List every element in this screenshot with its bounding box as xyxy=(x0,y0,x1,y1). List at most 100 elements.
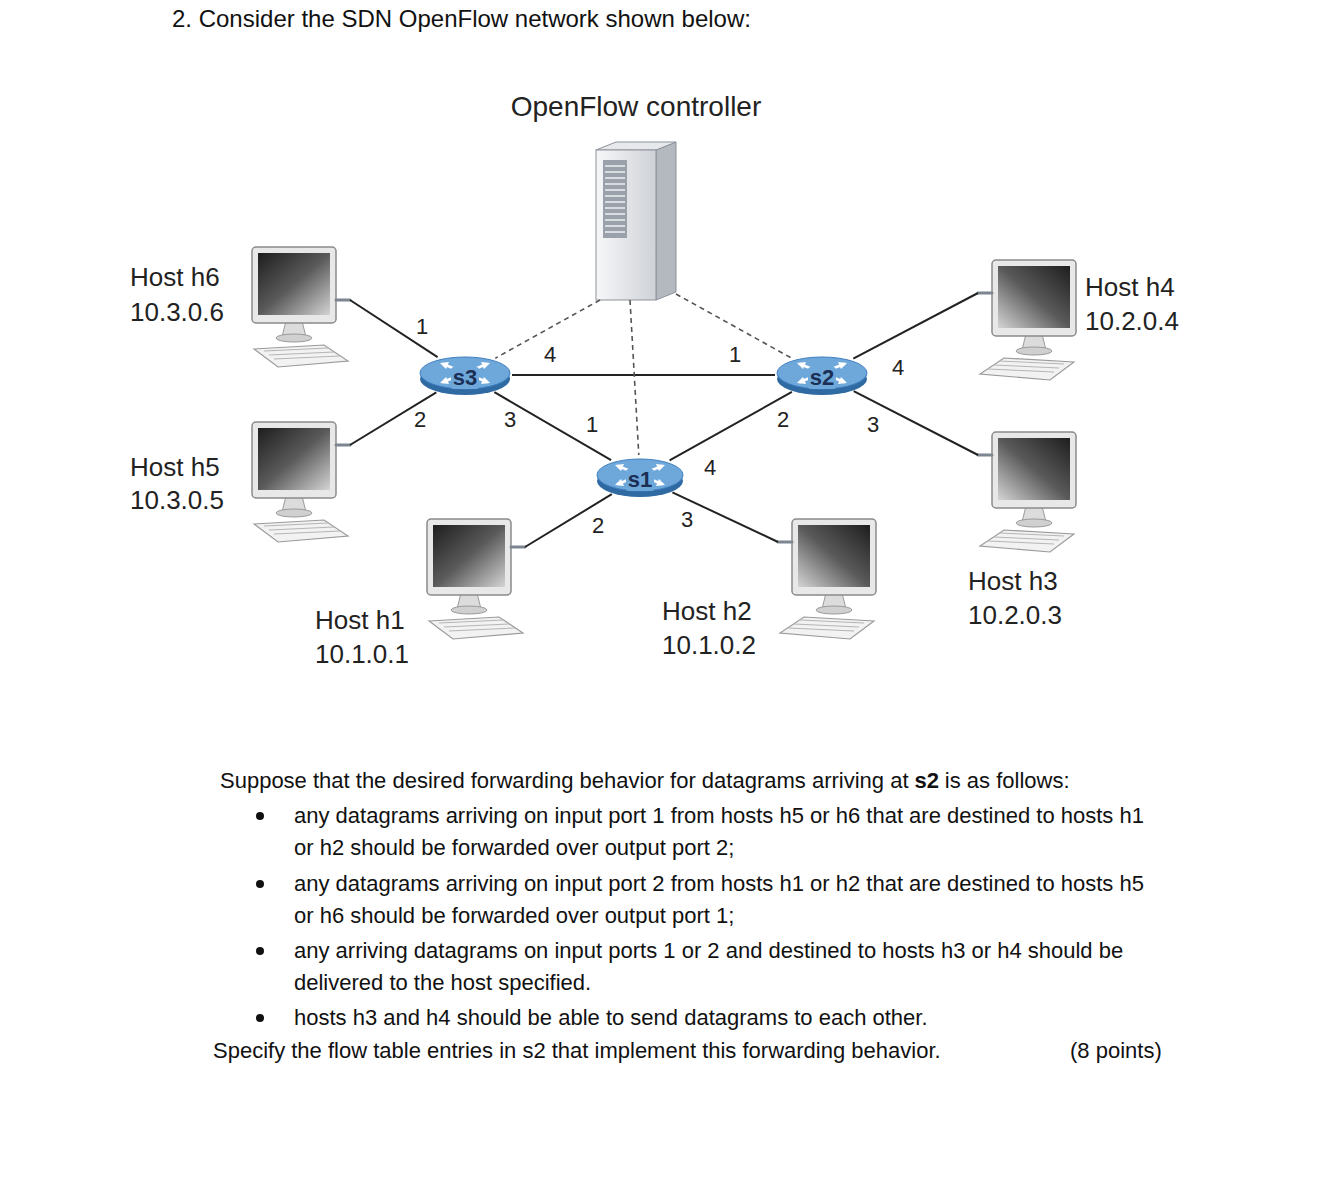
host-computer: Host h410.2.0.4 xyxy=(978,258,1078,383)
bullet-dot xyxy=(256,880,264,888)
controller-server-icon xyxy=(596,142,676,300)
port-number: 1 xyxy=(586,414,598,436)
network-link xyxy=(494,392,611,460)
port-number: 4 xyxy=(544,344,556,366)
network-link xyxy=(670,392,792,461)
ip-address: 10.2.0.4 xyxy=(1085,306,1179,336)
controller-label: OpenFlow controller xyxy=(511,92,762,122)
ip-address: 10.1.0.2 xyxy=(662,630,756,660)
switch-arrowhead xyxy=(656,479,665,486)
host-computer: Host h110.1.0.1 xyxy=(425,517,525,642)
host-computer: Host h310.2.0.3 xyxy=(978,430,1078,555)
host-name: Host h1 xyxy=(315,605,405,635)
vent-line xyxy=(605,213,625,215)
cable-plug xyxy=(511,546,525,549)
host-computer-icon xyxy=(252,247,348,367)
switch-top xyxy=(777,357,867,389)
question-text: Suppose that the desired forwarding beha… xyxy=(220,768,909,793)
network-link xyxy=(854,391,978,455)
cable-plug xyxy=(336,444,350,447)
vent-line xyxy=(605,165,625,167)
switch-arrowhead xyxy=(440,377,449,384)
bullet-dot xyxy=(256,812,264,820)
question-task: Specify the flow table entries in s2 tha… xyxy=(213,1036,941,1066)
vent-line xyxy=(605,177,625,179)
switch-name: s1 xyxy=(626,469,654,491)
host-computer: Host h510.3.0.5 xyxy=(250,420,350,545)
network-link xyxy=(525,494,612,547)
vent-line xyxy=(605,225,625,227)
ip-address: 10.2.0.3 xyxy=(968,600,1062,630)
switch-top xyxy=(597,459,683,491)
host-computer-icon xyxy=(780,519,876,639)
requirement-bullet: any datagrams arriving on input port 2 f… xyxy=(294,868,1164,932)
network-link xyxy=(512,374,775,376)
host-computer-icon xyxy=(980,432,1076,552)
switch-name: s2 xyxy=(808,367,836,389)
switch-node: s1 xyxy=(595,455,685,499)
host-name: Host h3 xyxy=(968,566,1058,596)
question-text: is as follows: xyxy=(945,768,1070,793)
vent-line xyxy=(605,195,625,197)
host-name: Host h4 xyxy=(1085,272,1175,302)
host-name: Host h5 xyxy=(130,452,220,482)
cable-plug xyxy=(978,454,992,457)
port-number: 2 xyxy=(777,409,789,431)
host-name: Host h2 xyxy=(662,596,752,626)
vent-line xyxy=(605,201,625,203)
vent-line xyxy=(605,231,625,233)
cable-plug xyxy=(978,292,992,295)
switch-top xyxy=(420,357,510,389)
port-number: 4 xyxy=(892,357,904,379)
ip-address: 10.3.0.5 xyxy=(130,485,224,515)
switch-arrowhead xyxy=(481,362,490,369)
cable-plug xyxy=(778,541,792,544)
switch-arrowhead xyxy=(797,362,806,369)
port-number: 1 xyxy=(729,344,741,366)
vent-line xyxy=(605,189,625,191)
switch-arrowhead xyxy=(838,362,847,369)
host-computer: Host h210.1.0.2 xyxy=(778,517,878,642)
points-value: (8 points) xyxy=(1070,1036,1162,1066)
server-top xyxy=(596,142,676,150)
cable-plug xyxy=(336,299,350,302)
switch-node: s3 xyxy=(418,353,512,397)
server-side xyxy=(656,142,676,300)
server-front xyxy=(596,150,656,300)
server-vent-lines xyxy=(605,166,625,232)
cable-plugs xyxy=(336,293,992,547)
network-link xyxy=(350,392,436,445)
ip-address: 10.1.0.1 xyxy=(315,639,409,669)
switch-arrowhead xyxy=(656,464,665,471)
switch-arrowhead xyxy=(838,377,847,384)
network-link xyxy=(853,293,978,359)
switch-arrowhead xyxy=(615,479,624,486)
switch-reference: s2 xyxy=(914,768,938,793)
host-computer-icon xyxy=(980,260,1076,380)
vent-line xyxy=(605,171,625,173)
vent-line xyxy=(605,207,625,209)
vent-line xyxy=(605,219,625,221)
host-computer-icon xyxy=(427,519,523,639)
controller-server: OpenFlow controller xyxy=(596,140,676,300)
host-computer-icon xyxy=(252,422,348,542)
port-number: 3 xyxy=(504,409,516,431)
switch-arrowhead xyxy=(481,377,490,384)
vent-line xyxy=(605,183,625,185)
bullet-dot xyxy=(256,1014,264,1022)
switch-name: s3 xyxy=(451,367,479,389)
requirement-bullet: hosts h3 and h4 should be able to send d… xyxy=(294,1002,1164,1034)
host-name: Host h6 xyxy=(130,262,220,292)
control-channel xyxy=(630,300,639,455)
network-link xyxy=(672,492,778,542)
requirement-bullet: any datagrams arriving on input port 1 f… xyxy=(294,800,1164,864)
port-number: 3 xyxy=(867,414,879,436)
server-vents xyxy=(603,160,627,238)
switch-arrowhead xyxy=(797,377,806,384)
port-number: 4 xyxy=(704,457,716,479)
bullet-dot xyxy=(256,947,264,955)
switch-arrowhead xyxy=(440,362,449,369)
port-number: 1 xyxy=(416,316,428,338)
port-number: 2 xyxy=(414,409,426,431)
